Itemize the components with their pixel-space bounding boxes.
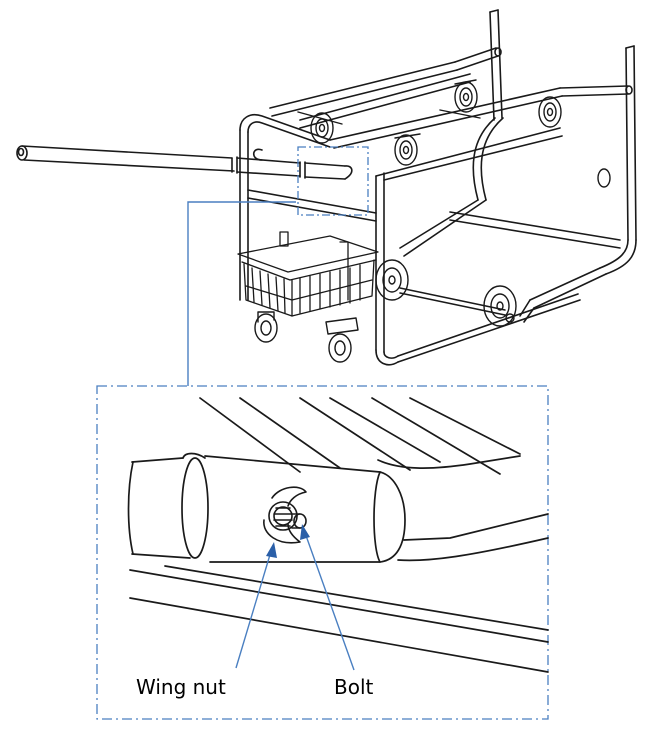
- top-rails: [269, 47, 633, 181]
- callout-leaders: [235, 529, 355, 671]
- wing-nut-leader: [235, 547, 273, 669]
- casters: [254, 259, 517, 363]
- basket: [237, 231, 379, 317]
- frame-assembly: [16, 9, 637, 366]
- callout-arrowheads: [266, 524, 310, 558]
- wing-nut-label: Wing nut: [136, 675, 226, 699]
- bolt: [291, 513, 307, 529]
- bolt-arrowhead: [300, 524, 310, 540]
- detail-leader-line: [187, 201, 296, 386]
- handle-tube: [16, 145, 353, 180]
- outer-tube: [204, 455, 406, 563]
- zoom-detail: [127, 397, 549, 673]
- rollers: [297, 79, 611, 188]
- front-frame: [239, 114, 581, 366]
- bolt-label: Bolt: [334, 675, 374, 699]
- zoom-callout-frame: [96, 385, 549, 720]
- detail-marker-frame: [297, 146, 369, 216]
- wing-nut: [263, 486, 307, 544]
- cross-bars: [299, 73, 621, 316]
- wing-nut-arrowhead: [266, 542, 277, 558]
- inner-tube: [131, 457, 191, 559]
- bolt-leader: [303, 529, 355, 671]
- rear-uprights: [399, 9, 637, 323]
